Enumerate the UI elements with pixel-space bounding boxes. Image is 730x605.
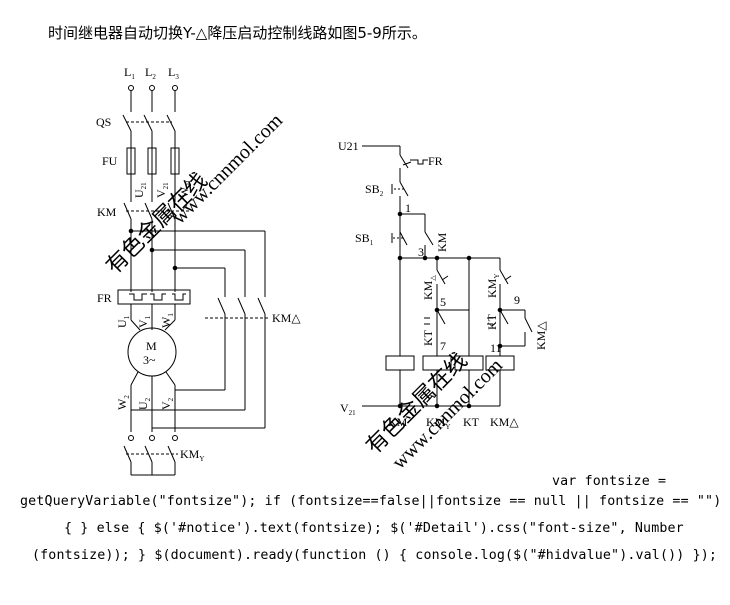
main-circuit <box>117 85 268 476</box>
code-line-2: getQueryVariable("fontsize"); if (fontsi… <box>20 494 722 509</box>
phase-l2-label: L2 <box>145 65 156 81</box>
km-delta-no-label: KM△ <box>534 321 548 350</box>
fu-label: FU <box>102 154 118 168</box>
u21-label: U21 <box>338 139 359 153</box>
main-circuit-labels: L1 L2 L3 QS FU U21 V21 W21 KM FR U1 V1 W… <box>96 65 301 463</box>
phase-l1-label: L1 <box>124 65 135 81</box>
qs-label: QS <box>96 115 111 129</box>
node-5-label: 5 <box>440 295 446 309</box>
motor-type-label: 3~ <box>143 353 156 367</box>
fr-main-label: FR <box>97 291 112 305</box>
sb1-label: SB1 <box>355 231 374 247</box>
motor-v2-label: V2 <box>159 397 175 410</box>
motor-w1-label: W1 <box>159 313 175 328</box>
node-3-label: 3 <box>418 245 424 259</box>
phase-l3-label: L3 <box>168 65 179 81</box>
km-aux-label: KM <box>435 232 449 252</box>
control-circuit-labels: U21 FR SB2 1 SB1 KM 3 KM△ 5 KT 7 KMY 9 K… <box>338 139 548 431</box>
km-y-main-label: KMY <box>180 447 204 463</box>
motor-label: M <box>146 339 157 353</box>
node-9-label: 9 <box>514 293 520 307</box>
km-delta-main-label: KM△ <box>272 311 301 325</box>
km-delta-nc-label: KM△ <box>421 275 437 300</box>
control-circuit <box>362 145 533 409</box>
code-line-3: { } else { $('#notice').text(fontsize); … <box>64 521 684 536</box>
km-y-nc-label: KMY <box>485 274 501 298</box>
code-line-1: var fontsize = <box>552 474 667 489</box>
motor-v1-label: V1 <box>136 315 152 328</box>
fu-out-u-label: U21 <box>132 182 148 198</box>
node-1-label: 1 <box>405 201 411 215</box>
sb2-label: SB2 <box>365 182 384 198</box>
motor-u1-label: U1 <box>115 315 131 328</box>
code-line-4: (fontsize)); } $(document).ready(functio… <box>32 548 718 563</box>
coil-kt-label: KT <box>463 415 480 429</box>
node-11-label: 11 <box>490 341 502 355</box>
fr-control-label: FR <box>428 154 443 168</box>
coil-km-y-label: KMY <box>426 415 450 431</box>
coil-km-delta-label: KM△ <box>490 415 519 429</box>
fu-out-v-label: V21 <box>154 182 170 198</box>
kt-nc-label: KT <box>421 329 435 346</box>
kt-no-label: KT <box>485 313 499 330</box>
km-main-label: KM <box>97 205 117 219</box>
motor-w2-label: W2 <box>115 395 131 410</box>
page-heading: 时间继电器自动切换Y-△降压启动控制线路如图5-9所示。 <box>48 24 427 42</box>
v21-label: V21 <box>340 401 356 417</box>
node-7-label: 7 <box>440 339 446 353</box>
motor-u2-label: U2 <box>136 397 152 410</box>
fu-out-w-label: W21 <box>177 179 193 198</box>
coil-km-label: KM <box>388 415 408 429</box>
